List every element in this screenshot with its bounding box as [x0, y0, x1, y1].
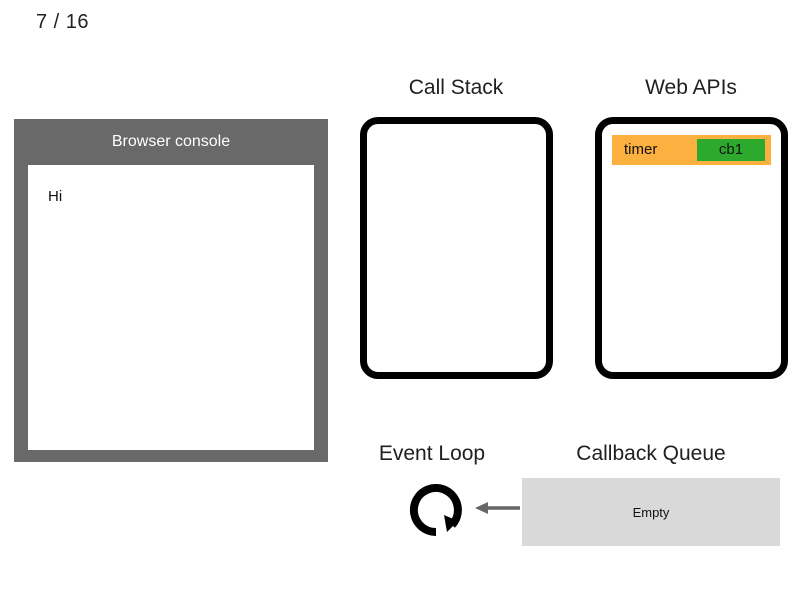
circular-arrow-icon [406, 479, 466, 541]
call-stack-title: Call Stack [408, 76, 504, 99]
browser-console-output: Hi [28, 165, 314, 450]
arrow-left-icon [474, 498, 520, 518]
browser-console-title: Browser console [111, 133, 231, 150]
web-apis-items: timer cb1 [612, 135, 771, 165]
web-api-item-label: timer [624, 141, 658, 158]
console-log-line: Hi [48, 188, 63, 205]
browser-console-panel: Browser console Hi [14, 119, 328, 462]
callback-queue-title: Callback Queue [576, 442, 726, 465]
slide-counter: 7 / 16 [36, 11, 90, 33]
web-apis-title: Web APIs [645, 76, 737, 99]
event-loop-title: Event Loop [378, 442, 486, 465]
call-stack-box [360, 117, 553, 379]
callback-queue-box: Empty [522, 478, 780, 546]
web-api-item: timer cb1 [612, 135, 771, 165]
web-apis-box: timer cb1 [595, 117, 788, 379]
callback-queue-empty-label: Empty [632, 504, 670, 520]
web-api-item-callback: cb1 [697, 139, 765, 161]
